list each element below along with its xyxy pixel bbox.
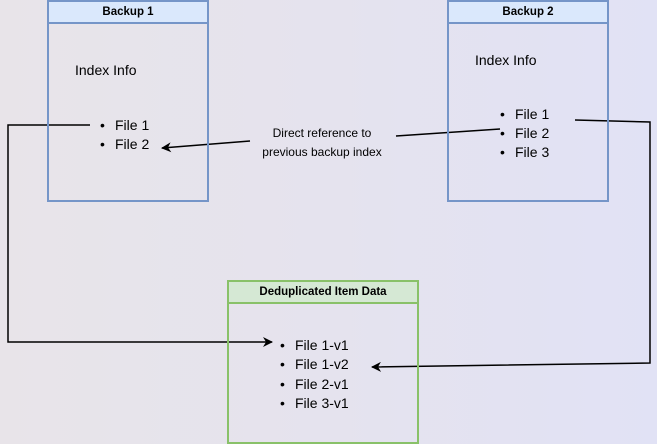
backup1-file: File 1 xyxy=(100,117,149,133)
edge-label-line1: Direct reference to xyxy=(272,126,372,140)
backup1-title: Backup 1 xyxy=(49,2,207,24)
edge-label-line2: previous backup index xyxy=(262,145,382,159)
edge-backup2-file1-to-dedup xyxy=(371,119,651,372)
backup1-box: Backup 1 xyxy=(47,0,209,202)
dedup-file: File 1-v1 xyxy=(280,337,349,353)
dedup-title: Deduplicated Item Data xyxy=(229,282,417,304)
edge-label: Direct reference to previous backup inde… xyxy=(242,124,402,162)
dedup-file: File 3-v1 xyxy=(280,395,349,411)
dedup-box: Deduplicated Item Data xyxy=(227,280,419,444)
backup2-title: Backup 2 xyxy=(449,2,607,24)
backup2-file: File 2 xyxy=(500,125,549,141)
edge-label-to-backup1-file2 xyxy=(161,140,251,153)
backup2-index-label: Index Info xyxy=(475,52,537,68)
backup2-file: File 3 xyxy=(500,144,549,160)
backup2-file: File 1 xyxy=(500,106,549,122)
backup2-box: Backup 2 xyxy=(447,0,609,202)
dedup-file: File 2-v1 xyxy=(280,376,349,392)
backup1-file: File 2 xyxy=(100,136,149,152)
backup1-index-label: Index Info xyxy=(75,62,137,78)
dedup-file: File 1-v2 xyxy=(280,356,349,372)
edge-backup1-file1-to-dedup xyxy=(7,124,273,347)
